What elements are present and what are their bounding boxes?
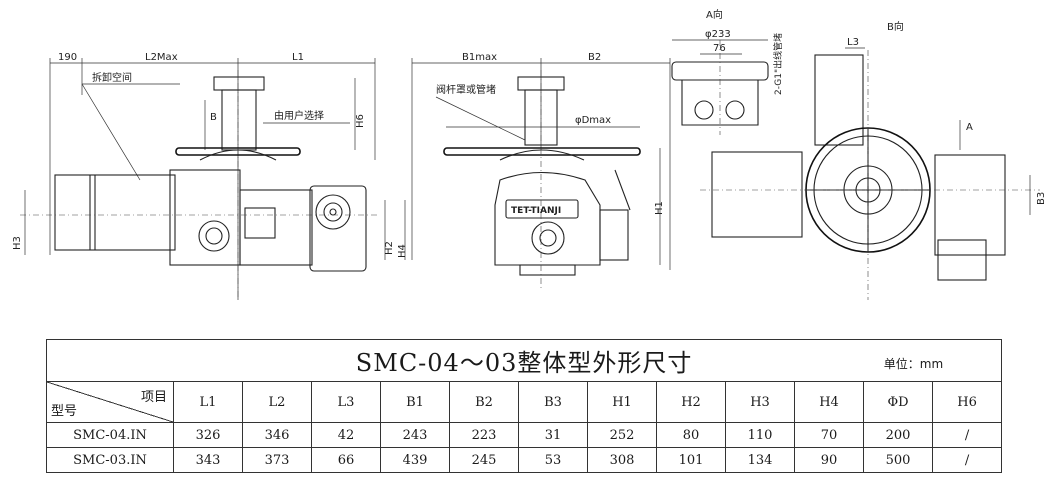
dim-l2max-label: L2Max (145, 52, 178, 63)
value-cell: 343 (173, 447, 243, 473)
value-cell: 42 (311, 422, 381, 448)
value-cell: 66 (311, 447, 381, 473)
column-header: B3 (518, 381, 588, 423)
value-cell: 439 (380, 447, 450, 473)
dim-h4-label: H4 (397, 244, 408, 258)
value-cell: 308 (587, 447, 657, 473)
value-cell: 31 (518, 422, 588, 448)
model-cell: SMC-03.IN (46, 447, 174, 473)
dim-b1max-label: B1max (462, 52, 497, 63)
column-header: L3 (311, 381, 381, 423)
column-header: H4 (794, 381, 864, 423)
dim-dmax-label: φDmax (575, 115, 611, 126)
side-view: B1max B2 阀杆罩或管堵 φDmax TET-TIANJI H1 (411, 52, 671, 290)
value-cell: 223 (449, 422, 519, 448)
value-cell: 101 (656, 447, 726, 473)
dim-l3-label: L3 (847, 37, 859, 48)
column-header: L1 (173, 381, 243, 423)
value-cell: 53 (518, 447, 588, 473)
value-cell: 110 (725, 422, 795, 448)
dim-190-label: 190 (58, 52, 77, 63)
dim-h2-label: H2 (384, 241, 395, 255)
value-cell: 243 (380, 422, 450, 448)
table-title: SMC-04～03整体型外形尺寸 (355, 349, 693, 377)
column-header: H6 (931, 381, 1003, 423)
column-header: B2 (449, 381, 519, 423)
dim-h6-label: H6 (355, 114, 366, 128)
dim-b3-label: B3 (1036, 192, 1047, 205)
value-cell: 134 (725, 447, 795, 473)
value-cell: 70 (794, 422, 864, 448)
corner-item-label: 项目 (140, 390, 167, 405)
technical-drawing: 190 L2Max L1 拆卸空间 由用户选择 B H6 (12, 8, 1047, 300)
column-header: ΦD (863, 381, 933, 423)
value-cell: 346 (242, 422, 312, 448)
model-cell: SMC-04.IN (46, 422, 174, 448)
value-cell: 90 (794, 447, 864, 473)
dim-b2-label: B2 (588, 52, 601, 63)
brand-label: TET-TIANJI (511, 206, 561, 216)
a-direction-view: A向 φ233 76 2-G1"出线管堵 (671, 8, 784, 135)
value-cell: 326 (173, 422, 243, 448)
value-cell: 500 (863, 447, 933, 473)
value-cell: / (931, 422, 1003, 448)
column-header: L2 (242, 381, 312, 423)
dim-b-label: B (210, 112, 217, 123)
value-cell: 373 (242, 447, 312, 473)
value-cell: 80 (656, 422, 726, 448)
dim-h3-label: H3 (12, 236, 23, 250)
column-header: H1 (587, 381, 657, 423)
corner-model-label: 型号 (51, 404, 78, 419)
dim-76-label: 76 (713, 43, 726, 54)
stem-cover-label: 阀杆罩或管堵 (436, 83, 496, 96)
value-cell: 252 (587, 422, 657, 448)
dim-a-label: A (966, 122, 973, 133)
user-choice-label: 由用户选择 (274, 109, 324, 122)
conduit-label: 2-G1"出线管堵 (772, 33, 784, 95)
column-header: H2 (656, 381, 726, 423)
dim-d233-label: φ233 (705, 29, 731, 40)
view-b-label: B向 (887, 20, 904, 33)
value-cell: 200 (863, 422, 933, 448)
table-title-cell: SMC-04～03整体型外形尺寸 单位：mm (45, 339, 1003, 382)
b-direction-view: B向 L3 A B3 (700, 20, 1047, 300)
view-a-label: A向 (706, 8, 723, 21)
value-cell: 245 (449, 447, 519, 473)
column-header: B1 (380, 381, 450, 423)
dim-l1-label: L1 (292, 52, 304, 63)
front-view: 190 L2Max L1 拆卸空间 由用户选择 B H6 (12, 52, 408, 300)
column-header: H3 (725, 381, 795, 423)
removal-space-label: 拆卸空间 (92, 71, 132, 84)
corner-cell: 项目 型号 (46, 381, 174, 423)
value-cell: / (931, 447, 1003, 473)
unit-label: 单位：mm (883, 357, 944, 371)
dim-h1-label: H1 (654, 201, 665, 215)
